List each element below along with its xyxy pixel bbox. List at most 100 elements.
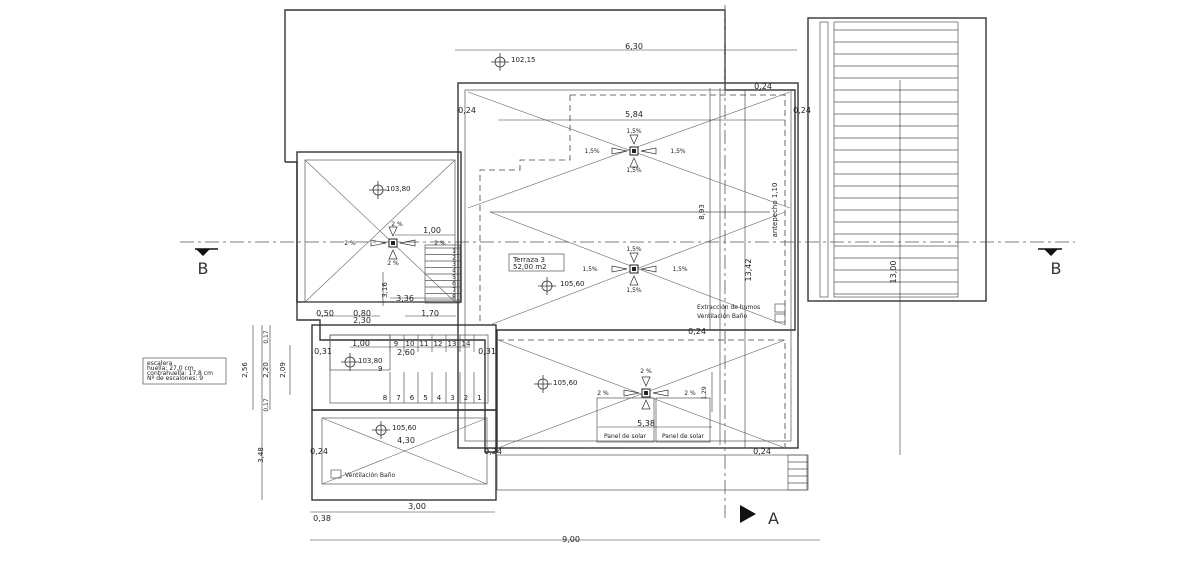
level-texts: 102,15 103,80 105,60 103,80 105,60 105,6… <box>358 56 585 432</box>
step-number: 3 <box>450 394 454 402</box>
slope-label: 2 % <box>344 240 356 247</box>
dim-small: 2,60 <box>397 348 415 357</box>
dim-wall: 0,24 <box>753 447 771 456</box>
level-marker <box>372 421 390 439</box>
dimension-lines <box>252 49 901 541</box>
solar-panels <box>596 397 711 443</box>
vent-label: Ventilación Baño <box>697 313 747 320</box>
step-number: 6 <box>410 394 415 402</box>
dim-wall: 0,24 <box>793 106 811 115</box>
slope-label: 1,5% <box>626 287 642 294</box>
dim-right-height: 13,00 <box>889 261 898 284</box>
slope-label: 2 % <box>391 221 403 228</box>
level-markers <box>341 53 556 439</box>
dim-wall: 0,24 <box>484 447 502 456</box>
section-b-left-label: B <box>198 259 209 278</box>
step-number: 1 <box>452 248 456 255</box>
terrace-dashed <box>479 88 786 449</box>
drains <box>370 134 669 410</box>
stair-core <box>296 151 462 304</box>
dim-stair-w: 1,00 <box>423 226 441 235</box>
dim-stair-run: 3,36 <box>396 294 414 303</box>
slope-label: 2 % <box>387 260 399 267</box>
dim-small: 0,31 <box>314 347 332 356</box>
slope-texts: 1,5% 1,5% 1,5% 1,5% 1,5% 1,5% 1,5% 1,5% … <box>344 128 696 397</box>
step-number: 4 <box>452 268 456 275</box>
panel-label: Panel de solar <box>604 433 647 440</box>
dim-small: 1,00 <box>352 339 370 348</box>
dim-bottom-width: 3,00 <box>408 502 426 511</box>
step-number: 7 <box>396 394 400 402</box>
right-stair-block <box>807 17 987 302</box>
dim-terrace-height: 8,93 <box>698 204 706 220</box>
dim-lower-width: 5,38 <box>637 419 655 428</box>
dim-overall-width: 9,00 <box>562 535 580 544</box>
dim-small: 0,80 <box>353 309 371 318</box>
dim-small: 0,31 <box>478 347 496 356</box>
slope-label: 1,5% <box>670 148 686 155</box>
panel-label: Panel de solar <box>662 433 705 440</box>
dim-top-width: 6,30 <box>625 42 643 51</box>
room-texts: Terraza 3 52,00 m2 Extracción de humos V… <box>345 253 760 479</box>
section-a-label: A <box>768 509 779 528</box>
vent-symbols <box>330 303 786 479</box>
step-number: 7 <box>452 287 456 294</box>
dim-overall-height: 13,42 <box>744 259 753 282</box>
step-number: 6 <box>452 281 456 288</box>
dim-terrace-width: 5,84 <box>625 110 643 119</box>
dim-small: 0,17 <box>263 330 270 344</box>
step-number: 9 <box>394 340 398 348</box>
step-number: 4 <box>437 394 442 402</box>
bottom-steps <box>496 454 809 491</box>
slope-label: 1,5% <box>626 128 642 135</box>
drain <box>370 226 416 260</box>
slope-label: 1,5% <box>626 246 642 253</box>
step-number: 8 <box>383 394 387 402</box>
step-number: 5 <box>423 394 427 402</box>
level-landing: 103,80 <box>358 357 383 365</box>
dim-wall: 0,24 <box>754 82 772 91</box>
lower-stair-hall <box>311 324 497 501</box>
level-marker <box>538 277 556 295</box>
drain <box>611 134 657 168</box>
step-number: 2 <box>464 394 468 402</box>
step-number: 12 <box>434 340 443 348</box>
level-marker <box>341 353 359 371</box>
stair-note-line: escalera <box>147 360 173 367</box>
section-marker-b-left <box>195 248 218 256</box>
level-marker <box>369 181 387 199</box>
dim-stair-height: 3,16 <box>381 282 389 298</box>
section-marker-b-right <box>1038 248 1062 256</box>
level-marker <box>491 53 509 71</box>
dim-bottom-left: 0,38 <box>313 514 331 523</box>
level-lower: 105,60 <box>553 379 578 387</box>
slope-label: 1,5% <box>584 148 600 155</box>
slope-label: 2 % <box>597 390 609 397</box>
step-number: 3 <box>452 261 456 268</box>
level-top: 102,15 <box>511 56 536 64</box>
level-stair: 103,80 <box>386 185 411 193</box>
level-marker <box>534 375 552 393</box>
step-number: 14 <box>462 340 471 348</box>
dim-small: 4,30 <box>397 436 415 445</box>
section-marker-a <box>740 505 756 523</box>
drain <box>611 252 657 286</box>
level-bottom: 105,60 <box>392 424 417 432</box>
dim-wall: 0,24 <box>688 327 706 336</box>
drain <box>623 376 669 410</box>
dim-small: 1,29 <box>701 386 708 400</box>
dim-wall: 0,24 <box>310 447 328 456</box>
dim-left-height: 3,48 <box>257 447 265 463</box>
step-number: 9 <box>378 365 382 373</box>
slope-label: 2 % <box>434 240 446 247</box>
section-axes <box>180 5 1075 518</box>
stair-note: escalera huella: 27,0 cm contrahuella: 1… <box>142 357 227 385</box>
slope-label: 1,5% <box>582 266 598 273</box>
step-number: 11 <box>420 340 429 348</box>
dimension-texts: 6,30 9,00 3,00 0,38 0,24 0,24 0,24 0,24 … <box>241 42 898 544</box>
dim-small: 2,56 <box>241 362 249 378</box>
antepecho-label: antepecho 1,10 <box>771 183 779 238</box>
section-b-right-label: B <box>1051 259 1062 278</box>
stair-note-line: contrahuella: 17,8 cm <box>147 370 213 377</box>
